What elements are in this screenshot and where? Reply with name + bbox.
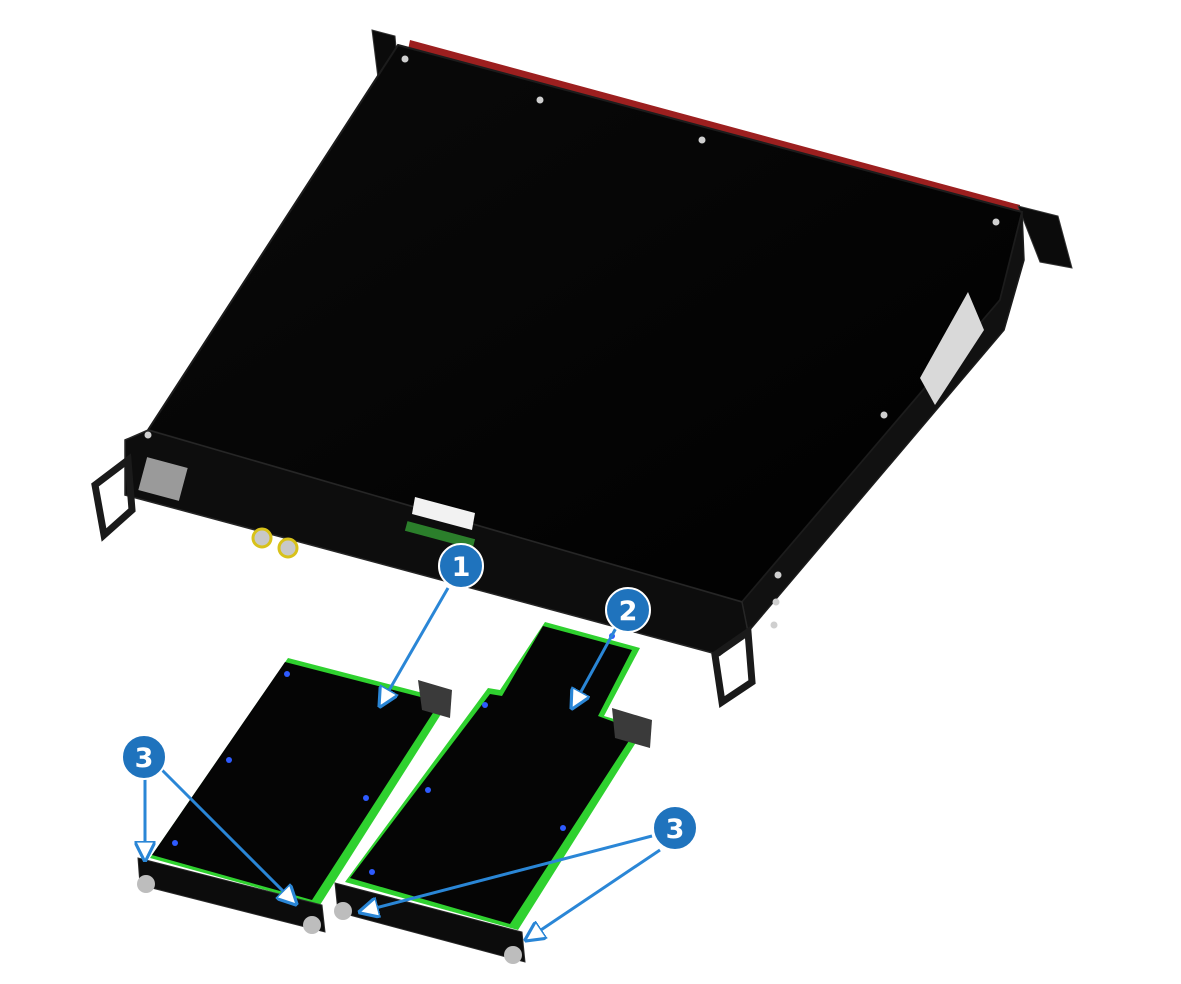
card-1-led xyxy=(363,795,369,801)
arrow-callout-3-right-a xyxy=(360,834,653,912)
arrow-callout-3-right-b xyxy=(526,848,661,940)
card-2-led xyxy=(425,787,431,793)
screw xyxy=(774,571,782,579)
callout-badge-2: 2 xyxy=(605,587,651,633)
screw xyxy=(144,431,152,439)
card-2-front-plate xyxy=(334,882,526,963)
arrow-callout-2 xyxy=(572,627,618,708)
screw xyxy=(770,621,778,629)
callout-badge-circle xyxy=(652,805,698,851)
card-2-body xyxy=(350,626,636,924)
arrow-callout-3-left-b xyxy=(160,768,296,904)
front-display-strip xyxy=(404,521,476,549)
callout-badge-3-right: 3 xyxy=(652,805,698,851)
callout-label-2: 2 xyxy=(619,596,638,627)
card-1-led xyxy=(172,840,178,846)
callout-label-1: 1 xyxy=(452,552,471,583)
card-2-connector xyxy=(612,708,652,748)
power-inlet xyxy=(138,457,188,501)
card-1-body xyxy=(152,662,440,900)
card-1-front-plate xyxy=(137,857,326,933)
card-1-led xyxy=(226,757,232,763)
screw xyxy=(401,55,409,63)
arrow-callout-1 xyxy=(380,587,450,706)
callout-badge-3-left: 3 xyxy=(121,734,167,780)
screw xyxy=(772,598,780,606)
callout-badge-circle xyxy=(438,543,484,589)
screw xyxy=(992,218,1000,226)
callout-label-3-right: 3 xyxy=(666,814,685,845)
chassis-unit xyxy=(91,29,1073,708)
rack-ear-left-front xyxy=(91,453,136,542)
card-1-connector xyxy=(418,680,452,718)
rack-ear-right-rear xyxy=(1017,205,1073,269)
card-1-led xyxy=(284,671,290,677)
front-label-sticker xyxy=(412,497,475,530)
card-1-thumbscrew-left xyxy=(137,875,155,893)
card-2-thumbscrew-left xyxy=(334,902,352,920)
callout-badge-1: 1 xyxy=(438,543,484,589)
callout-label-3-left: 3 xyxy=(135,743,154,774)
module-card-1 xyxy=(137,658,452,934)
callout-badge-circle xyxy=(605,587,651,633)
screw xyxy=(880,411,888,419)
screw xyxy=(536,96,544,104)
card-2-led xyxy=(369,869,375,875)
bnc-connector-2 xyxy=(277,537,299,559)
callout-arrows xyxy=(145,587,661,940)
card-2-thumbscrew-right xyxy=(504,946,522,964)
card-2-led xyxy=(482,702,488,708)
screw xyxy=(698,136,706,144)
callout-badge-circle xyxy=(121,734,167,780)
card-1-thumbscrew-right xyxy=(303,916,321,934)
bnc-connector-1 xyxy=(251,527,273,549)
rack-ear-right-front xyxy=(711,625,756,708)
card-2-led xyxy=(560,825,566,831)
side-label-sticker xyxy=(920,292,984,405)
